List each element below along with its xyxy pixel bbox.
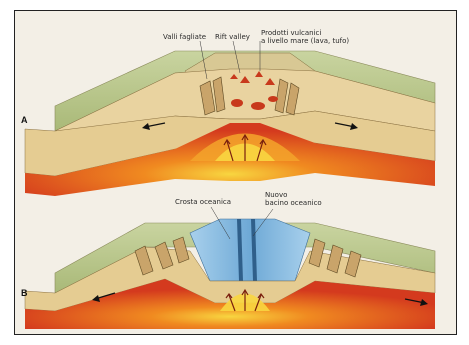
panel-b-ocean-basin [190, 219, 310, 281]
panel-b-letter: B [21, 288, 28, 298]
label-volcanic-2: a livello mare (lava, tufo) [261, 37, 349, 45]
label-new-basin-1: Nuovo [265, 191, 287, 199]
panel-a-letter: A [21, 115, 28, 125]
label-volcanic-1: Prodotti vulcanici [261, 29, 321, 37]
rift-diagram: Valli fagliate Rift valley Prodotti vulc… [15, 11, 457, 335]
panel-a: Valli fagliate Rift valley Prodotti vulc… [21, 29, 435, 196]
diagram-frame: Valli fagliate Rift valley Prodotti vulc… [14, 10, 457, 335]
label-rift-1: Valli fagliate [163, 33, 206, 41]
label-new-basin-2: bacino oceanico [265, 199, 322, 207]
label-oceanic-crust: Crosta oceanica [175, 198, 231, 206]
label-rift-2: Rift valley [215, 33, 250, 41]
panel-b: Crosta oceanica Nuovo bacino oceanico B [21, 191, 435, 329]
